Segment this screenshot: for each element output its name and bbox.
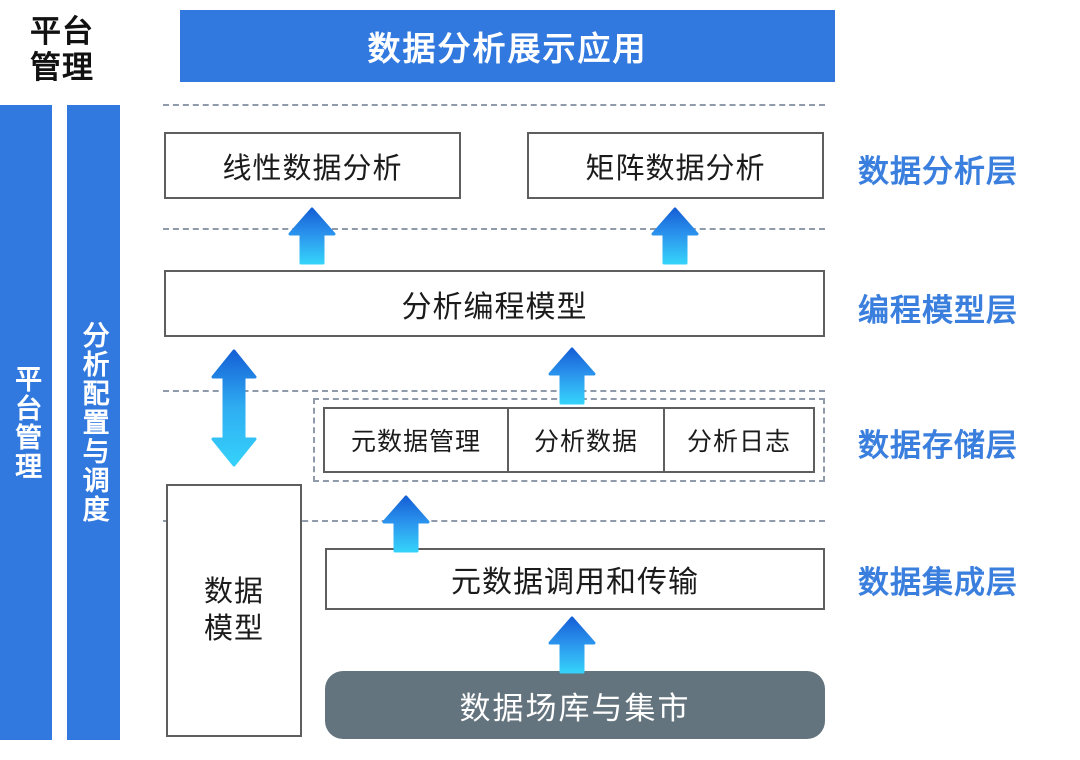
arrow-up-icon-to-linear-analysis [287,207,337,265]
layer-label-analysis: 数据分析层 [858,146,1073,191]
layer-label-storage: 数据存储层 [858,420,1073,465]
box-data-model-line1: 数据 [203,576,264,609]
box-analysis-programming-model-label: 分析编程模型 [401,290,588,324]
storage-layer-row: 元数据管理 分析数据 分析日志 [323,407,815,473]
box-analysis-data[interactable]: 分析数据 [506,409,663,471]
layer-label-storage-text: 数据存储层 [858,428,1018,463]
layer-divider-3 [163,390,825,392]
layer-divider-1 [163,104,825,106]
sidebar-analysis-config-scheduling[interactable]: 分析配置与调度 [67,105,120,740]
layer-label-integration-text: 数据集成层 [858,565,1018,600]
sidebar-platform-management-label: 平台管理 [11,364,42,481]
arrow-up-down-icon-data-model-link [209,348,259,468]
box-metadata-call-and-transfer[interactable]: 元数据调用和传输 [325,548,825,610]
arrow-up-icon-to-metadata-transfer [547,616,597,674]
corner-title: 平台 管理 [0,2,124,98]
corner-title-line1: 平台 [30,14,94,50]
box-analysis-programming-model[interactable]: 分析编程模型 [164,270,825,337]
box-data-warehouse-and-mart[interactable]: 数据场库与集市 [325,671,825,739]
layer-label-programming-model-text: 编程模型层 [858,293,1018,328]
layer-divider-4 [163,520,825,522]
sidebar-analysis-config-scheduling-label: 分析配置与调度 [78,321,109,524]
box-linear-data-analysis[interactable]: 线性数据分析 [164,132,461,199]
arrow-up-icon-to-matrix-analysis [650,207,700,265]
arrow-up-icon-to-storage-layer [381,495,431,553]
layer-label-programming-model: 编程模型层 [858,285,1073,330]
storage-layer-group: 元数据管理 分析数据 分析日志 [313,398,825,482]
application-banner[interactable]: 数据分析展示应用 [180,10,835,82]
box-matrix-data-analysis[interactable]: 矩阵数据分析 [527,132,824,199]
box-analysis-log-label: 分析日志 [687,428,792,456]
layer-label-analysis-text: 数据分析层 [858,154,1018,189]
box-metadata-management[interactable]: 元数据管理 [325,409,507,471]
sidebar-platform-management[interactable]: 平台管理 [0,105,52,740]
layer-label-integration: 数据集成层 [858,557,1073,602]
box-data-warehouse-and-mart-label: 数据场库与集市 [459,690,691,726]
box-analysis-data-label: 分析数据 [533,428,638,456]
box-matrix-data-analysis-label: 矩阵数据分析 [585,152,766,185]
box-linear-data-analysis-label: 线性数据分析 [222,152,403,185]
box-metadata-management-label: 元数据管理 [350,428,481,456]
box-analysis-log[interactable]: 分析日志 [663,409,813,471]
box-data-model[interactable]: 数据 模型 [166,484,302,737]
layer-divider-2 [163,228,825,230]
application-banner-label: 数据分析展示应用 [367,30,648,67]
corner-title-line2: 管理 [30,50,94,85]
box-metadata-call-and-transfer-label: 元数据调用和传输 [451,566,699,599]
box-data-model-line2: 模型 [203,612,264,645]
arrow-up-icon-to-programming-model [547,347,597,405]
